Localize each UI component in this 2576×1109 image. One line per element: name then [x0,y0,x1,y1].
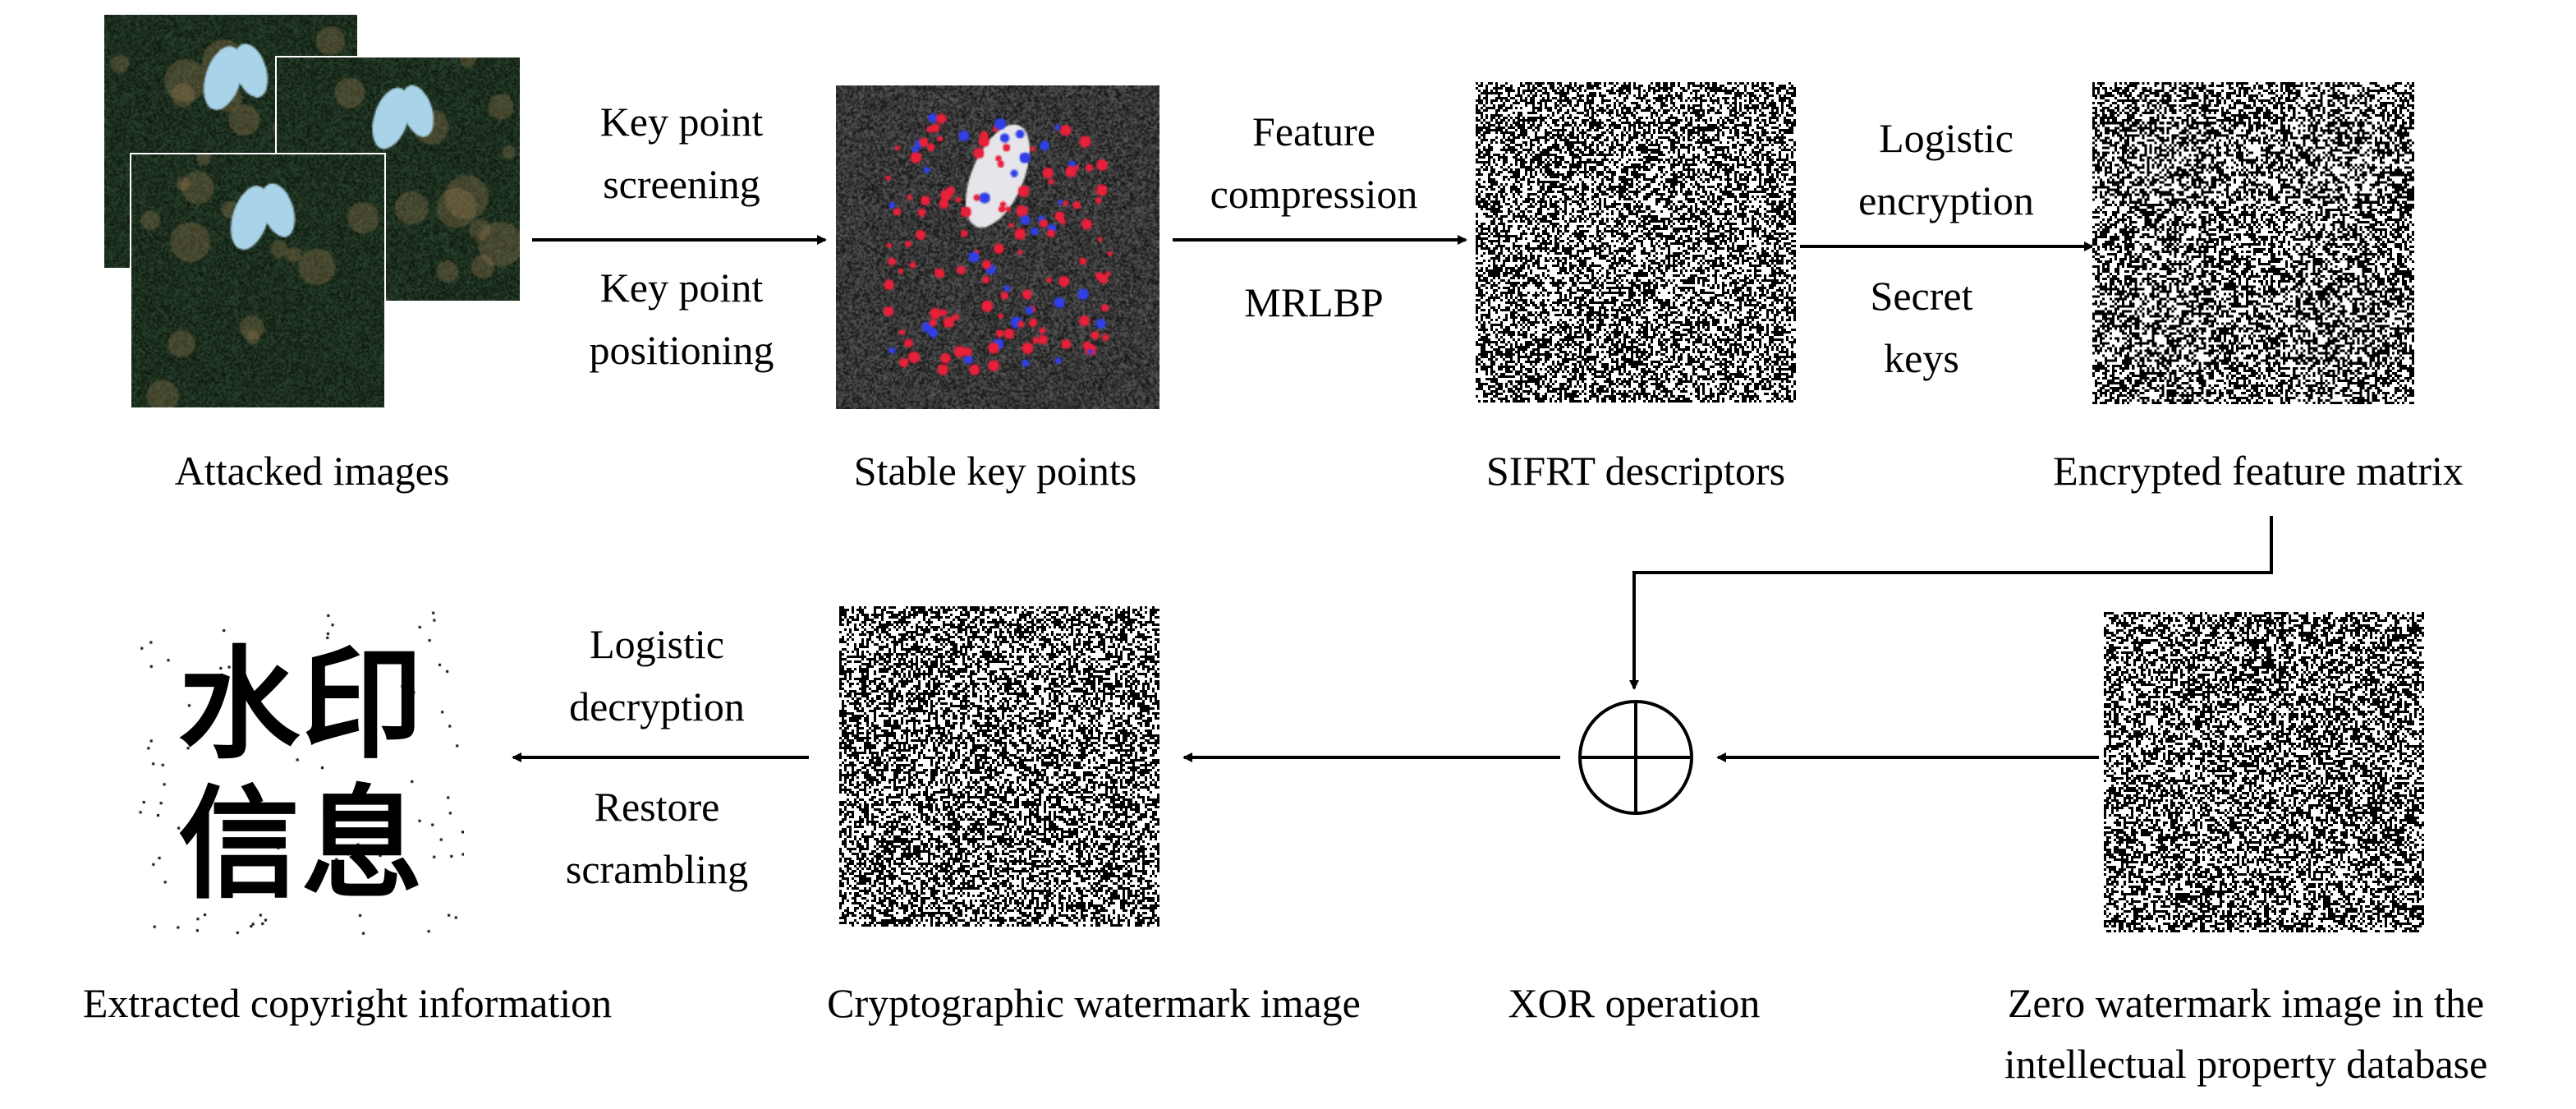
label-line: scrambling [565,846,749,892]
arrow-encryption-bottom-label: Secret keys [1815,265,2028,389]
caption-line: Zero watermark image in the [2007,980,2485,1026]
label-line: Restore [594,784,720,830]
caption-stable-key-points: Stable key points [853,448,1137,494]
arrow-compression-top-label: Feature compression [1166,100,1462,225]
arrow-screening-bottom-label: Key point positioning [542,256,821,381]
caption-line: intellectual property database [2004,1041,2488,1087]
arrow-decryption-bottom-label: Restore scrambling [526,775,788,900]
caption-extracted-copyright: Extracted copyright information [82,980,613,1026]
arrow-decryption-top-label: Logistic decryption [526,613,788,738]
attacked-image-front [130,153,386,409]
xor-symbol [1578,700,1693,815]
arrow-encryption-top-label: Logistic encryption [1815,107,2078,232]
caption-encrypted-feature-matrix: Encrypted feature matrix [2053,448,2464,494]
label-line: Key point [599,99,764,145]
watermark-char: 息 [301,774,423,915]
label-line: Secret [1870,273,1973,319]
cryptographic-watermark-image [839,606,1159,927]
sifrt-descriptors-image [1476,82,1796,403]
watermark-char: 印 [301,634,423,775]
caption-xor-operation: XOR operation [1508,980,1761,1026]
arrow-screening-top-label: Key point screening [542,90,821,215]
label-line: screening [603,161,760,207]
label-line: compression [1210,171,1418,217]
label-line: Logistic [590,621,724,667]
arrow-compression-bottom-label: MRLBP [1166,271,1462,334]
arrow-feature-to-xor [1629,516,2273,690]
caption-sifrt-descriptors: SIFRT descriptors [1485,448,1786,494]
label-line: positioning [589,327,774,373]
label-line: decryption [569,683,745,729]
caption-attacked-images: Attacked images [174,448,450,494]
label-line: MRLBP [1244,279,1384,325]
caption-cryptographic-watermark: Cryptographic watermark image [827,980,1361,1026]
label-line: Logistic [1879,115,2014,161]
stable-key-points-image [836,85,1159,409]
label-line: keys [1884,335,1959,381]
label-line: Key point [599,265,764,311]
watermark-char: 信 [178,774,300,915]
caption-zero-watermark: Zero watermark image in the intellectual… [1922,973,2570,1094]
extracted-watermark-image: 水 印 信 息 [135,608,464,936]
label-line: Feature [1252,108,1375,154]
encrypted-feature-matrix-image [2092,82,2414,404]
zero-watermark-image [2104,612,2424,932]
label-line: encryption [1858,177,2034,223]
watermark-char: 水 [178,634,300,775]
